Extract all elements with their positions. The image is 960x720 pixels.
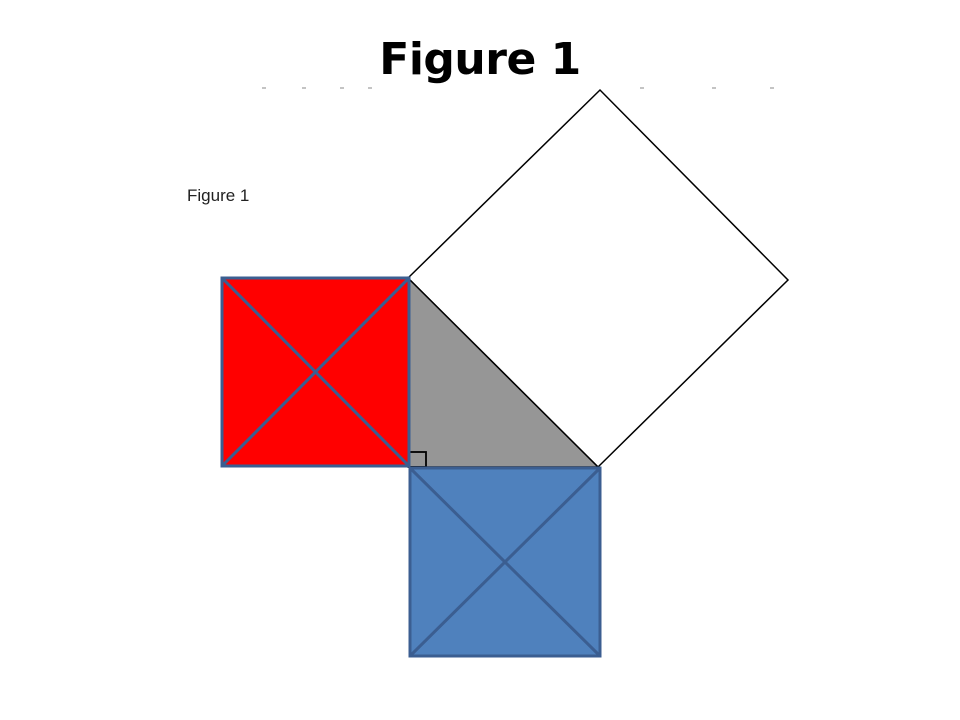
- blue-square-group: [408, 466, 602, 658]
- blue-square-diagonal-2: [408, 466, 602, 658]
- red-square-group: [220, 276, 411, 468]
- slide-title: Figure 1: [379, 34, 581, 85]
- figure-caption: Figure 1: [187, 186, 250, 205]
- red-square-diagonal-2: [220, 276, 411, 468]
